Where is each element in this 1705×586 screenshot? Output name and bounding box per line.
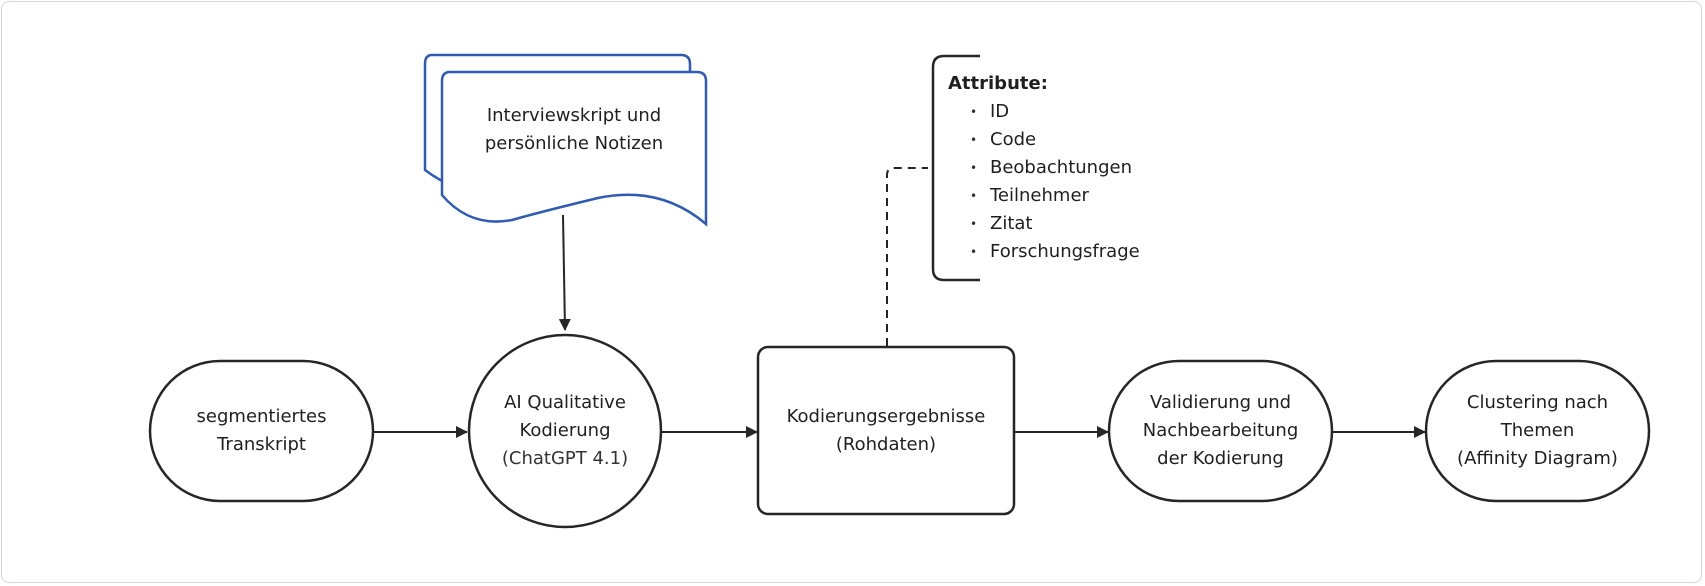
annotation-connector: [886, 167, 928, 346]
node-validation-shape: [1107, 359, 1334, 503]
node-documents-line1: Interviewskript und: [486, 105, 662, 126]
attribute-annotation: Attribute: ID Code Beobachtungen Teilneh…: [948, 70, 1168, 266]
arrow-documents-to-ai: [558, 214, 571, 331]
node-results-line2: (Rohdaten): [835, 433, 937, 455]
node-validation-line1: Validierung und: [1149, 392, 1292, 413]
node-documents-line2: persönliche Notizen: [484, 133, 664, 154]
attribute-item-id: ID: [948, 98, 1168, 126]
node-documents-label: Interviewskript und persönliche Notizen: [448, 100, 700, 160]
attribute-item-observations: Beobachtungen: [948, 154, 1168, 182]
node-transcript-line2: Transkript: [217, 434, 306, 455]
node-clustering-line3: (Affinity Diagram): [1457, 448, 1618, 469]
node-ai-coding-line3: (ChatGPT 4.1): [501, 448, 629, 469]
attribute-title: Attribute:: [948, 73, 1048, 94]
attribute-list: ID Code Beobachtungen Teilnehmer Zitat F…: [948, 98, 1168, 266]
node-ai-coding-label: AI Qualitative Kodierung (ChatGPT 4.1): [470, 336, 660, 526]
annotation-bracket: [931, 54, 980, 282]
node-ai-coding-line2: Kodierung: [519, 420, 611, 441]
node-ai-coding-line1: AI Qualitative: [504, 392, 626, 413]
node-transcript-label: segmentiertes Transkript: [150, 361, 373, 501]
node-results-label: Kodierungsergebnisse (Rohdaten): [758, 347, 1014, 514]
attribute-item-participant: Teilnehmer: [948, 182, 1168, 210]
node-transcript-line1: segmentiertes: [196, 406, 327, 427]
node-transcript-shape: [148, 359, 375, 503]
node-validation-line2: Nachbearbeitung: [1142, 420, 1299, 441]
attribute-item-code: Code: [948, 126, 1168, 154]
node-clustering-line2: Themen: [1500, 420, 1575, 441]
document-shape-front: [440, 70, 708, 227]
node-clustering-line1: Clustering nach: [1466, 392, 1609, 413]
node-validation-line3: der Kodierung: [1157, 448, 1284, 469]
attribute-item-quote: Zitat: [948, 210, 1168, 238]
node-results-shape: [756, 345, 1016, 516]
node-clustering-shape: [1424, 359, 1651, 503]
node-ai-coding-shape: [467, 333, 663, 529]
node-results-line1: Kodierungsergebnisse: [786, 405, 986, 427]
attribute-item-research-question: Forschungsfrage: [948, 238, 1168, 266]
node-clustering-label: Clustering nach Themen (Affinity Diagram…: [1426, 361, 1649, 501]
node-validation-label: Validierung und Nachbearbeitung der Kodi…: [1109, 361, 1332, 501]
